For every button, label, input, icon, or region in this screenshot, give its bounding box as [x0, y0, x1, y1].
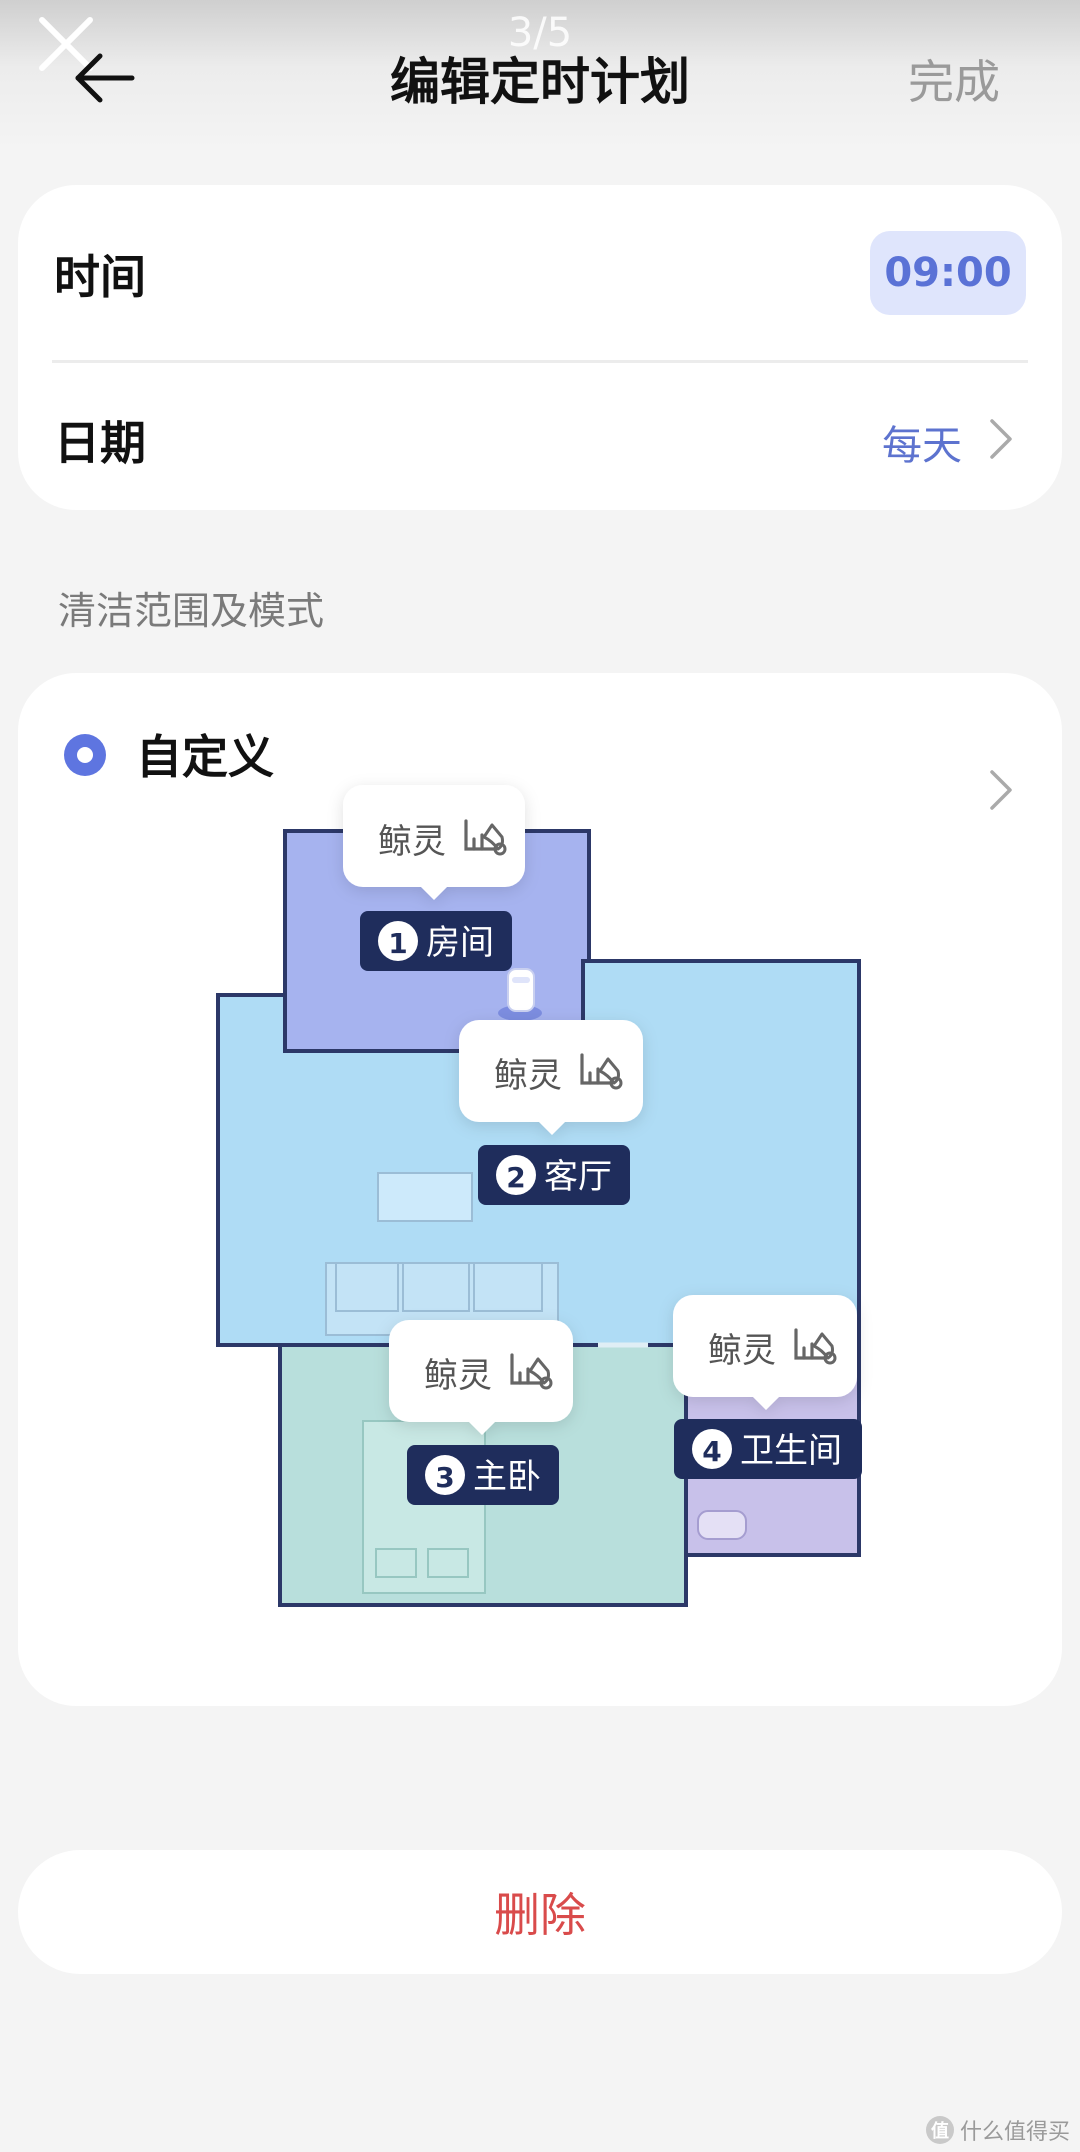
- date-label: 日期: [54, 416, 146, 470]
- delete-label: 删除: [494, 1888, 586, 1942]
- section-title: 清洁范围及模式: [58, 589, 325, 633]
- page-title: 编辑定时计划: [390, 53, 690, 111]
- room-3-mode-text: 鲸灵: [424, 1356, 492, 1396]
- time-label: 时间: [54, 250, 146, 304]
- chevron-right-icon: [990, 419, 1012, 459]
- robot-icon: [498, 968, 542, 1021]
- floor-map[interactable]: 鲸灵 1 房间 鲸灵 2 客厅 鲸灵 3: [18, 673, 1062, 1706]
- room-4-number: 4: [702, 1435, 721, 1468]
- chevron-right-icon[interactable]: [986, 768, 1016, 812]
- divider: [52, 360, 1028, 363]
- room-1-mode-text: 鲸灵: [378, 822, 446, 862]
- watermark-badge: 值: [925, 2116, 954, 2144]
- top-bar: 3/5 编辑定时计划 完成: [0, 0, 1080, 150]
- room-3-name: 主卧: [473, 1457, 541, 1497]
- done-button[interactable]: 完成: [908, 55, 1000, 109]
- room-3-number: 3: [435, 1461, 454, 1494]
- room-1-name: 房间: [426, 923, 494, 963]
- room-2-label[interactable]: 2 客厅: [478, 1145, 630, 1205]
- room-3-label[interactable]: 3 主卧: [407, 1445, 559, 1505]
- custom-mode-label: 自定义: [136, 730, 274, 784]
- watermark-text: 什么值得买: [959, 2120, 1070, 2145]
- cleaning-area-card[interactable]: 自定义: [18, 673, 1062, 1706]
- room-2-mode-text: 鲸灵: [494, 1056, 562, 1096]
- room-2-name: 客厅: [544, 1157, 612, 1197]
- room-4-mode-text: 鲸灵: [708, 1331, 776, 1371]
- room-4-mode-bubble[interactable]: [673, 1295, 857, 1410]
- custom-mode-radio[interactable]: [64, 734, 106, 776]
- room-3-mode-bubble[interactable]: [389, 1320, 573, 1435]
- room-1-mode-bubble[interactable]: [343, 785, 525, 900]
- schedule-card: 时间 09:00 日期 每天: [18, 185, 1062, 510]
- room-4-name: 卫生间: [740, 1431, 842, 1471]
- back-arrow-icon[interactable]: [70, 48, 140, 108]
- room-1-number: 1: [388, 927, 407, 960]
- image-counter: 3/5: [507, 10, 573, 56]
- room-2-number: 2: [506, 1161, 525, 1194]
- delete-button[interactable]: 删除: [18, 1850, 1062, 1974]
- room-4-label[interactable]: 4 卫生间: [674, 1419, 862, 1479]
- watermark: 值 什么值得买: [925, 2114, 1070, 2146]
- date-value: 每天: [882, 423, 962, 469]
- room-2-mode-bubble[interactable]: [459, 1020, 643, 1135]
- close-icon[interactable]: [36, 14, 96, 74]
- time-picker[interactable]: 09:00: [870, 231, 1026, 315]
- room-1-label[interactable]: 1 房间: [360, 911, 512, 971]
